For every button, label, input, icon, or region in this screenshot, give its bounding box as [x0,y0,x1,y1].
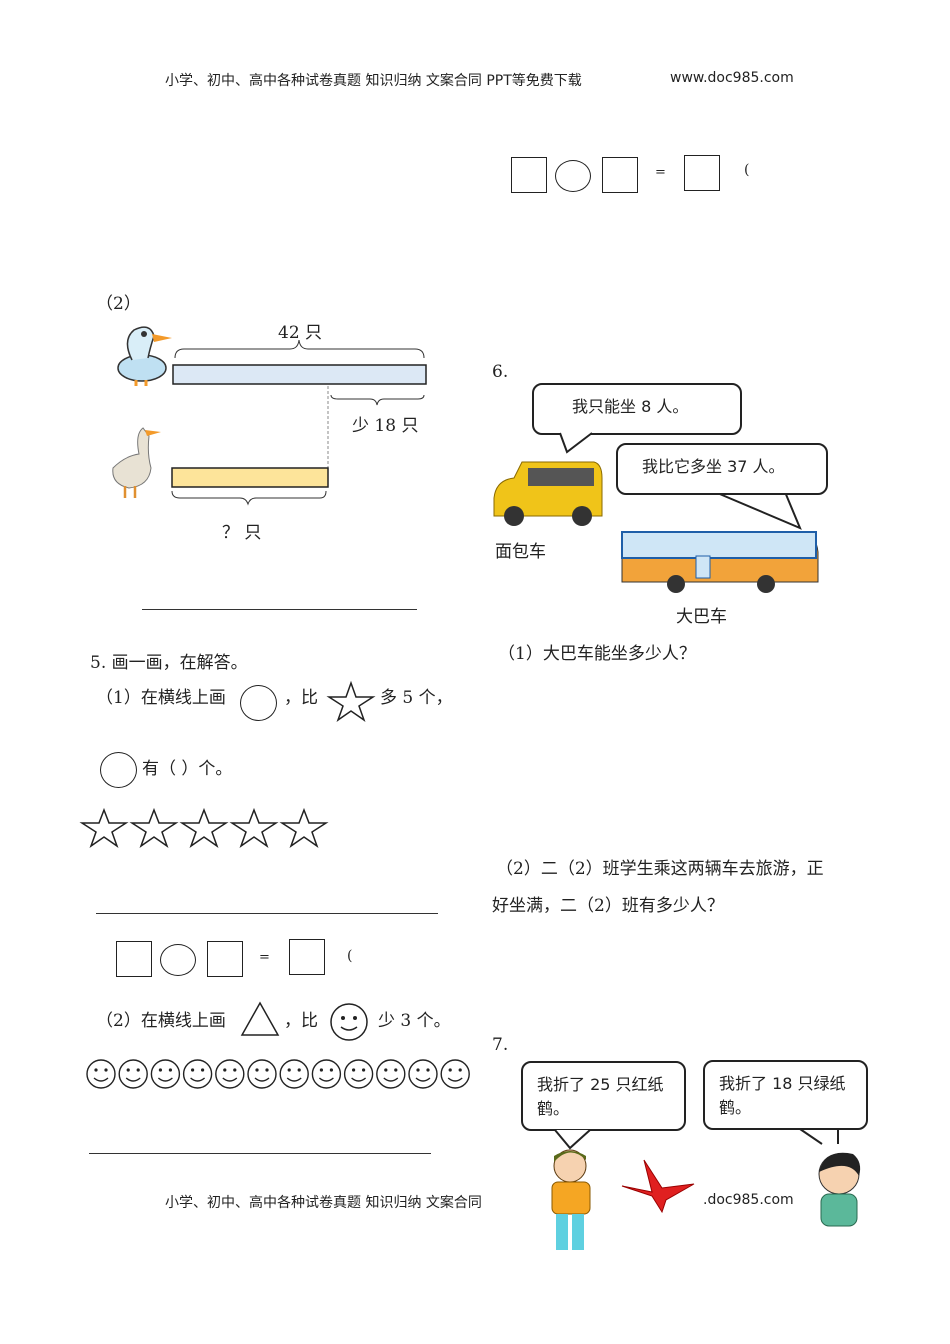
boy-orange-jacket-icon [551,1149,591,1250]
star-icon [326,680,376,722]
duck-bar [172,364,427,385]
star-icon [179,807,229,848]
q5-p2-text: （2）在横线上画 [96,1011,226,1031]
total-label: 42 只 [278,323,323,343]
q5-p1-answer: 有（ ）个。 [142,759,233,779]
q5-title: 5. 画一画，在解答。 [90,653,248,673]
star-icon [129,807,179,848]
unknown-label: ？ 只 [222,523,262,543]
goose-bar [171,467,329,488]
goose-icon [112,427,161,498]
q6-p1: （1）大巴车能坐多少人？ [498,644,696,664]
smiley-icon [247,1059,277,1089]
smiley-icon [376,1059,406,1089]
smiley-icon [215,1059,245,1089]
duck-icon [117,326,172,386]
answer-line[interactable] [142,609,417,610]
q5-p1-text: 多 5 个， [380,688,453,708]
operator-circle[interactable] [160,944,196,976]
smiley-icon [330,1003,368,1041]
q5-p1-text: ，比 [284,688,318,708]
bus-speech-bubble: 我比它多坐 37 人。 [616,443,828,495]
equals-sign: = [655,165,666,180]
answer-box[interactable] [289,939,325,975]
star-icon [229,807,279,848]
smiley-icon [408,1059,438,1089]
question-label: （2） [96,294,141,314]
q6-p2-line1: （2）二（2）班学生乘这两辆车去旅游，正 [496,859,824,879]
bubble-text: 我只能坐 8 人。 [572,397,689,416]
bus-label: 大巴车 [676,607,727,627]
circle-icon [100,752,137,788]
paren: ( [347,948,353,964]
operator-circle[interactable] [555,160,591,192]
smiley-icon [150,1059,181,1089]
answer-box[interactable] [602,157,638,193]
q5-p2-text: 少 3 个。 [378,1011,451,1031]
footer-text: 小学、初中、高中各种试卷真题 知识归纳 文案合同 [165,1195,482,1211]
bar-diagram [171,339,427,506]
smiley-icon [182,1059,213,1089]
boy1-speech-bubble: 我折了 25 只红纸鹤。 [521,1061,686,1131]
smileys-row [86,1059,470,1089]
answer-line[interactable] [89,1153,431,1154]
equals-sign: = [259,950,270,965]
header-text: 小学、初中、高中各种试卷真题 知识归纳 文案合同 PPT等免费下载 [165,73,582,89]
q6-p2-line2: 好坐满，二（2）班有多少人？ [492,896,724,916]
van-icon [493,461,603,526]
van-label: 面包车 [495,542,546,562]
paren: ( [744,162,750,178]
smiley-icon [279,1059,309,1089]
footer-site: .doc985.com [703,1192,794,1208]
star-icon [79,807,129,848]
bubble-text: 我比它多坐 37 人。 [642,457,785,476]
answer-box[interactable] [684,155,720,191]
header-site: www.doc985.com [670,70,794,86]
bus-icon [621,531,819,593]
boy2-speech-bubble: 我折了 18 只绿纸鹤。 [703,1060,868,1130]
answer-box[interactable] [207,941,243,977]
q5-p1-text: （1）在横线上画 [96,688,226,708]
q6-number: 6. [492,362,509,382]
q5-p2-text: ，比 [284,1011,318,1031]
smiley-icon [311,1059,342,1089]
van-speech-bubble: 我只能坐 8 人。 [532,383,742,435]
answer-box[interactable] [511,157,547,193]
stars-row [79,807,329,848]
smiley-icon [343,1059,374,1089]
q7-number: 7. [492,1035,509,1055]
star-icon [279,807,329,848]
smiley-icon [86,1059,116,1089]
less-label: 少 18 只 [352,416,419,436]
smiley-icon [440,1059,470,1089]
bubble-tail [559,432,802,530]
bubble-text: 我折了 25 只红纸鹤。 [537,1075,664,1118]
answer-box[interactable] [116,941,152,977]
boy-green-shirt-icon [818,1152,861,1227]
answer-line[interactable] [96,913,438,914]
paper-crane-icon [621,1159,695,1214]
bubble-text: 我折了 18 只绿纸鹤。 [719,1074,846,1117]
circle-icon [240,685,277,721]
triangle-icon [240,1001,280,1036]
smiley-icon [118,1059,148,1089]
